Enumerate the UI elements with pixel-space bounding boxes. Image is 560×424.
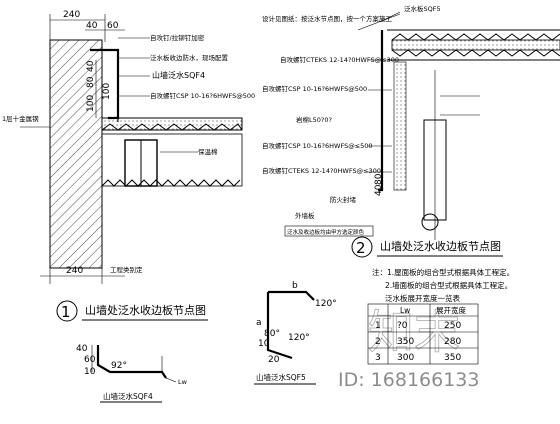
table-cell: ?0 xyxy=(397,321,408,331)
label-csp-screw: 自攻螺钉CSP 10-16?6HWFS@500 xyxy=(150,91,255,100)
table-cell: 350 xyxy=(397,337,414,347)
title-number-2: 2 xyxy=(356,239,366,257)
label-rockwool: 岩棉L50?0? xyxy=(296,115,332,124)
dim-bottom-240: 240 xyxy=(66,266,83,276)
label-eng-category: 工程类别定 xyxy=(110,265,143,274)
watermark-logo: 知末 xyxy=(368,305,460,359)
note-2: 2.墙面板的组合型式根据具体工程定。 xyxy=(385,280,512,290)
dim-right-40: 40 xyxy=(374,184,384,196)
title-left-detail: 山墙处泛水收边板节点图 xyxy=(85,303,206,317)
wall-panel xyxy=(393,61,407,191)
masonry-wall xyxy=(49,39,103,269)
right-detail: 设计见图纸：按泛水节点图，按一个方案施工 泛水板SQF5 自攻螺钉CTEKS 1… xyxy=(262,4,560,258)
table-cell: 350 xyxy=(444,353,461,363)
sqf5-label: 山墙泛水SQF5 xyxy=(256,372,306,382)
table-cell: 3 xyxy=(375,353,381,363)
sqf5-dim-20: 20 xyxy=(268,355,280,365)
table-cell: 2 xyxy=(375,337,381,347)
label-sqf5-top: 泛水板SQF5 xyxy=(404,4,441,13)
label-fire-seal: 防火封堵 xyxy=(330,195,357,204)
sqf4-dim-10: 10 xyxy=(84,367,96,377)
note-table-title: 泛水板展开宽度一览表 xyxy=(385,293,460,303)
dim-top-240: 240 xyxy=(63,10,80,20)
dim-top-40: 40 xyxy=(86,21,98,31)
width-table: Lw 展开宽度 1 ?0 250 2 350 280 3 300 350 xyxy=(367,303,479,365)
watermark-id: ID: 168166133 xyxy=(338,369,479,391)
dim-side-100: 100 xyxy=(86,95,96,112)
table-cell: 280 xyxy=(444,337,461,347)
label-sqf4: 山墙泛水SQF4 xyxy=(152,70,205,80)
label-screws-dense: 自攻钉/拉铆钉加密 xyxy=(150,33,205,42)
label-cteks-1: 自攻螺钉CTEKS 12-14?0HWFS@≤300 xyxy=(280,55,399,64)
sqf5-dim-10: 10 xyxy=(258,339,270,349)
dim-side-80: 80 xyxy=(86,76,96,88)
watermark: 知末 ID: 168166133 xyxy=(338,305,479,391)
left-detail: 240 40 60 100 80 40 100 自攻钉/拉铆钉 xyxy=(2,10,255,322)
title-right-detail: 山墙处泛水收边板节点图 xyxy=(380,239,501,253)
table-cell: 250 xyxy=(444,321,461,331)
table-header-lw: Lw xyxy=(400,306,410,315)
sqf4-angle: 92° xyxy=(111,361,127,371)
table-cell: 1 xyxy=(375,321,381,331)
sqf4-profile: 40 60 10 92° Lw 山墙泛水SQF4 xyxy=(76,344,188,403)
sqf5-dim-a: a xyxy=(256,318,262,328)
sqf5-angle80: 80° xyxy=(264,329,280,339)
dim-top-60: 60 xyxy=(107,21,119,31)
table-cell: 300 xyxy=(397,353,414,363)
notes-block: 注：1.屋面板的组合型式根据具体工程定。 2.墙面板的组合型式根据具体工程定。 … xyxy=(367,267,514,365)
label-csp-2: 自攻螺钉CSP 10-16?6HWFS@≤500 xyxy=(262,141,373,150)
roof-panel-top xyxy=(101,117,243,131)
dim-side-100b: 100 xyxy=(102,83,112,100)
table-header-width: 展开宽度 xyxy=(436,305,466,315)
label-cteks-2: 自攻螺钉CTEKS 12-14?0HWFS@≤300 xyxy=(262,166,381,175)
label-metal-layer: 1层十金属钢 xyxy=(2,114,39,123)
sqf5-angle1: 120° xyxy=(315,299,337,309)
dim-side-40: 40 xyxy=(86,60,96,72)
sqf4-dim-60: 60 xyxy=(84,355,96,365)
sqf5-angle2: 120° xyxy=(288,333,310,343)
note-1: 注：1.屋面板的组合型式根据具体工程定。 xyxy=(372,267,514,277)
sqf5-profile: b a 120° 120° 80° 10 20 山墙泛水SQF5 xyxy=(254,281,337,385)
sqf4-label: 山墙泛水SQF4 xyxy=(103,391,153,401)
label-flashing-site: 泛水板收边防水，现场配置 xyxy=(150,53,229,62)
sqf4-dim-40: 40 xyxy=(76,344,88,354)
title-number-1: 1 xyxy=(61,303,71,321)
right-roof-panel xyxy=(391,39,560,51)
sqf5-dim-b: b xyxy=(292,281,298,291)
label-top-note: 设计见图纸：按泛水节点图，按一个方案施工 xyxy=(262,14,393,23)
sqf4-lw: Lw xyxy=(178,378,188,386)
label-wall-panel: 外墙板 xyxy=(295,211,315,220)
label-color-note: 泛水及收边板均由甲方选定颜色 xyxy=(287,228,365,236)
dim-right-80: 80 xyxy=(374,173,384,185)
label-csp-1: 自攻螺钉CSP 10-16?6HWFS@500 xyxy=(262,84,367,93)
label-insulation: 保温棉 xyxy=(198,147,218,156)
